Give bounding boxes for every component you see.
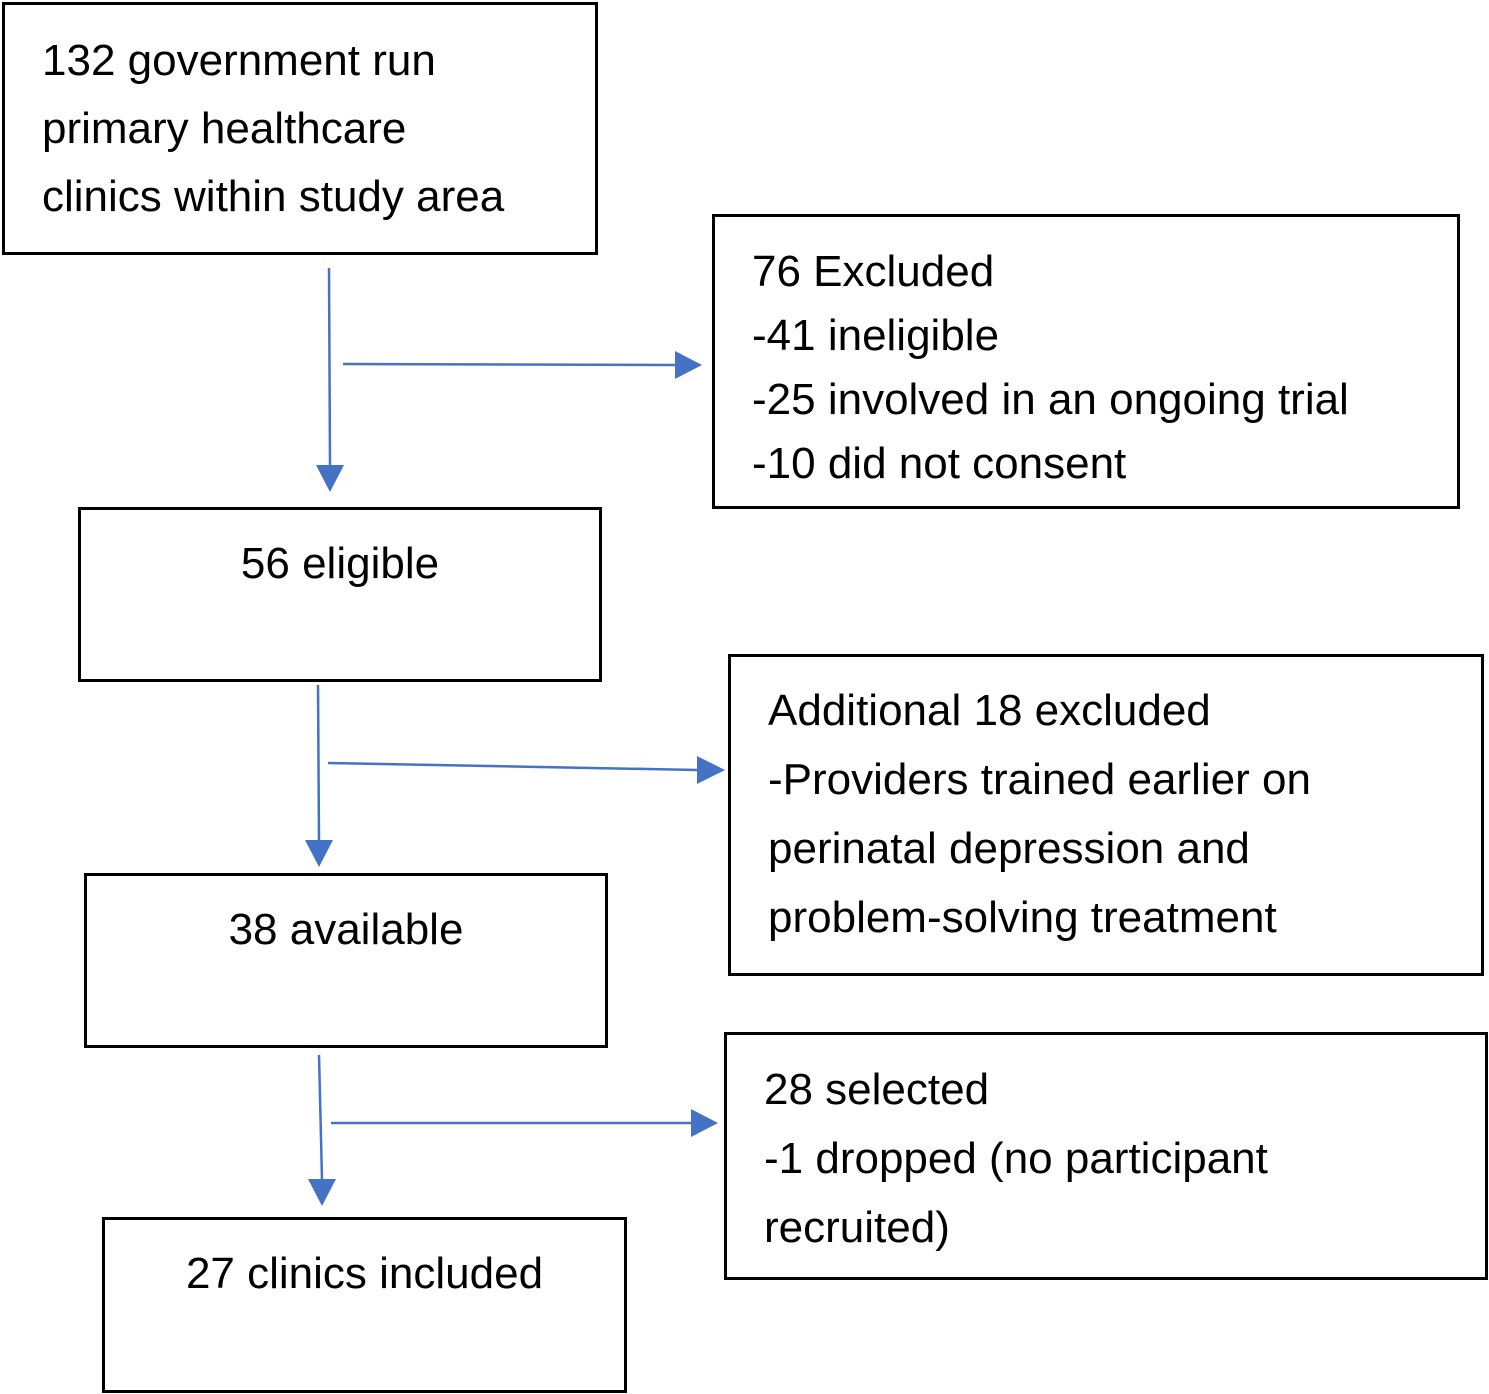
total-line-1: 132 government run [42, 36, 436, 85]
additional-excluded-box: Additional 18 excluded -Providers traine… [728, 654, 1484, 976]
arrowhead-right-1 [675, 351, 702, 379]
selected-box: 28 selected -1 dropped (no participant r… [724, 1032, 1488, 1280]
available-box: 38 available [84, 873, 608, 1048]
additional-line-1: Additional 18 excluded [768, 686, 1211, 735]
eligible-line-1: 56 eligible [240, 539, 440, 588]
total-line-2: primary healthcare [42, 104, 407, 153]
excluded-line-3: -25 involved in an ongoing trial [752, 375, 1349, 424]
arrow-down-3 [317, 1054, 324, 1181]
included-box: 27 clinics included [102, 1217, 627, 1393]
arrowhead-down-3 [308, 1179, 336, 1206]
arrow-down-1 [327, 267, 332, 467]
arrowhead-right-2 [697, 756, 725, 784]
arrowhead-down-2 [305, 840, 333, 867]
excluded-line-1: 76 Excluded [752, 247, 995, 296]
total-clinics-box: 132 government run primary healthcare cl… [2, 2, 598, 255]
arrow-right-1 [342, 362, 677, 367]
excluded-box: 76 Excluded -41 ineligible -25 involved … [712, 214, 1460, 509]
total-line-3: clinics within study area [42, 172, 505, 221]
excluded-line-4: -10 did not consent [752, 439, 1127, 488]
arrow-right-2 [327, 761, 699, 772]
selected-line-2: -1 dropped (no participant [764, 1134, 1268, 1183]
additional-line-2: -Providers trained earlier on [768, 755, 1311, 804]
additional-line-3: perinatal depression and [768, 824, 1250, 873]
selected-line-3: recruited) [764, 1203, 950, 1252]
eligible-box: 56 eligible [78, 507, 602, 682]
arrow-down-2 [316, 684, 321, 842]
available-line-1: 38 available [228, 905, 464, 954]
excluded-line-2: -41 ineligible [752, 311, 1000, 360]
additional-line-4: problem-solving treatment [768, 893, 1277, 942]
arrowhead-right-3 [691, 1109, 718, 1137]
included-line-1: 27 clinics included [185, 1249, 544, 1298]
arrowhead-down-1 [316, 465, 344, 492]
selected-line-1: 28 selected [764, 1065, 990, 1114]
